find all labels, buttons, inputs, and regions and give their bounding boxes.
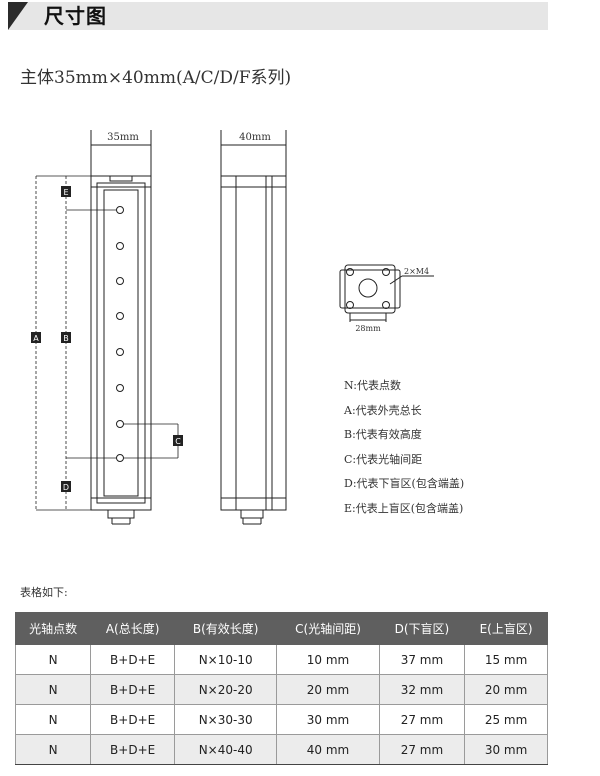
axis-hole bbox=[116, 348, 124, 356]
section-title: 尺寸图 bbox=[44, 4, 107, 28]
legend-item-n: N:代表点数 bbox=[344, 379, 401, 392]
letter-markers: A B C D E bbox=[31, 186, 183, 492]
section-header: 尺寸图 bbox=[8, 2, 548, 30]
table-cell: 30 mm bbox=[464, 734, 548, 765]
table-cell: N bbox=[14, 734, 92, 765]
axis-hole bbox=[116, 206, 124, 214]
marker-a: A bbox=[33, 334, 39, 343]
table-cell: N×30-30 bbox=[174, 704, 278, 735]
table-cell: B+D+E bbox=[90, 704, 176, 735]
table-cell: N bbox=[14, 704, 92, 735]
table-cell: N×40-40 bbox=[174, 734, 278, 765]
header-cell: 光轴点数 bbox=[14, 612, 92, 645]
axis-hole bbox=[116, 312, 124, 320]
marker-b: B bbox=[63, 334, 69, 343]
table-cell: 32 mm bbox=[378, 674, 466, 705]
hole-label: 2×M4 bbox=[404, 267, 429, 276]
marker-d-box bbox=[61, 481, 71, 492]
header-cell: A(总长度) bbox=[90, 612, 176, 645]
end-view bbox=[339, 264, 434, 322]
table-cell: 20 mm bbox=[464, 674, 548, 705]
axis-hole bbox=[116, 277, 124, 285]
table-cell: N×20-20 bbox=[174, 674, 278, 705]
table-cell: B+D+E bbox=[90, 734, 176, 765]
axis-hole bbox=[116, 242, 124, 250]
marker-a-box bbox=[31, 332, 41, 343]
legend-item-d: D:代表下盲区(包含端盖) bbox=[344, 477, 465, 490]
axis-hole bbox=[116, 454, 124, 462]
dimension-lines bbox=[35, 175, 179, 511]
axis-hole bbox=[116, 384, 124, 392]
table-cell: N bbox=[14, 644, 92, 675]
marker-b-box bbox=[61, 332, 71, 343]
table-cell: 37 mm bbox=[378, 644, 466, 675]
legend-item-e: E:代表上盲区(包含端盖) bbox=[344, 501, 464, 515]
axis-hole bbox=[116, 420, 124, 428]
header-corner-mark bbox=[8, 2, 28, 30]
table-row: N B+D+E N×10-10 10 mm 37 mm 15 mm bbox=[14, 644, 548, 675]
header-cell: B(有效长度) bbox=[174, 612, 278, 645]
table-cell: N×10-10 bbox=[174, 644, 278, 675]
legend: N:代表点数 A:代表外壳总长 B:代表有效高度 C:代表光轴间距 D:代表下盲… bbox=[344, 374, 464, 521]
marker-c: C bbox=[175, 437, 181, 446]
table-cell: 40 mm bbox=[276, 734, 380, 765]
marker-e: E bbox=[63, 188, 68, 197]
side-width-label: 40mm bbox=[239, 132, 271, 143]
header-cell: D(下盲区) bbox=[378, 612, 466, 645]
legend-item-b: B:代表有效高度 bbox=[344, 428, 422, 441]
dimension-drawing: A B C D E 35mm 40mm 28mm 2×M4 bbox=[31, 130, 434, 525]
legend-item-c: C:代表光轴间距 bbox=[344, 452, 423, 466]
front-view bbox=[90, 130, 152, 525]
header-cell: C(光轴间距) bbox=[276, 612, 380, 645]
table-row: N B+D+E N×30-30 30 mm 27 mm 25 mm bbox=[14, 704, 548, 735]
table-caption: 表格如下: bbox=[20, 586, 68, 599]
model-subtitle: 主体35mm×40mm(A/C/D/F系列) bbox=[20, 68, 292, 88]
side-view bbox=[220, 130, 287, 525]
legend-item-a: A:代表外壳总长 bbox=[344, 403, 422, 417]
table-cell: 20 mm bbox=[276, 674, 380, 705]
table-cell: N bbox=[14, 674, 92, 705]
table-cell: 15 mm bbox=[464, 644, 548, 675]
marker-c-box bbox=[173, 435, 183, 446]
marker-e-box bbox=[61, 186, 71, 197]
end-width-label: 28mm bbox=[355, 324, 381, 333]
table-cell: 27 mm bbox=[378, 734, 466, 765]
table-cell: 10 mm bbox=[276, 644, 380, 675]
optical-axis-holes bbox=[116, 206, 124, 462]
spec-table: 光轴点数 A(总长度) B(有效长度) C(光轴间距) D(下盲区) E(上盲区… bbox=[14, 612, 548, 765]
table-cell: 27 mm bbox=[378, 704, 466, 735]
table-cell: B+D+E bbox=[90, 644, 176, 675]
marker-d: D bbox=[63, 483, 69, 492]
front-width-label: 35mm bbox=[107, 132, 139, 143]
header-cell: E(上盲区) bbox=[464, 612, 548, 645]
table-row: N B+D+E N×40-40 40 mm 27 mm 30 mm bbox=[14, 734, 548, 765]
table-row: N B+D+E N×20-20 20 mm 32 mm 20 mm bbox=[14, 674, 548, 705]
table-cell: 30 mm bbox=[276, 704, 380, 735]
table-cell: 25 mm bbox=[464, 704, 548, 735]
table-header-row: 光轴点数 A(总长度) B(有效长度) C(光轴间距) D(下盲区) E(上盲区… bbox=[14, 612, 548, 645]
table-cell: B+D+E bbox=[90, 674, 176, 705]
